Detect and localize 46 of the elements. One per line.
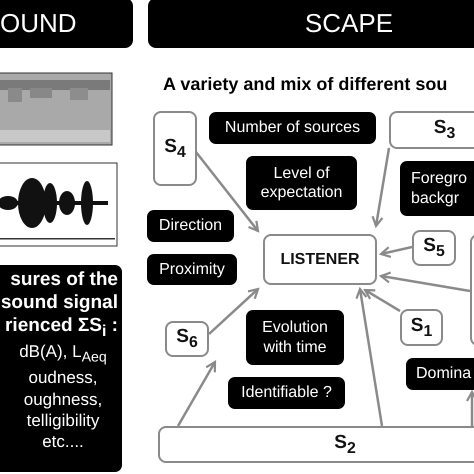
source-label: S$_{3}$ [434, 117, 456, 143]
source-label: S$_{6}$ [176, 326, 198, 352]
arrow [355, 288, 384, 426]
arrow [364, 288, 401, 312]
box-text: dB(A), L$_{Aeq}$ oudness, oughness, telligibility etc.... [18, 341, 108, 452]
box-label: Proximity [159, 260, 225, 280]
arrow [195, 151, 260, 232]
arrow [380, 246, 412, 258]
source-box [263, 234, 377, 285]
source-box [165, 321, 209, 357]
label-box [147, 210, 234, 242]
source-label: S$_{5}$ [423, 235, 445, 261]
source-box [158, 426, 474, 463]
box-heading: sures of the sound signal rienced ΣS$_{i}$ : [0, 269, 118, 342]
label-box [228, 377, 345, 409]
box-label: Domina [416, 364, 472, 384]
source-box [153, 111, 197, 186]
label-box [246, 310, 344, 365]
box-label: Direction [158, 216, 222, 236]
arrow [466, 390, 474, 426]
source-box [400, 309, 443, 346]
header-band [148, 0, 474, 48]
source-label: S$_{4}$ [164, 136, 186, 162]
box-label: Foregro backgr [411, 169, 468, 208]
source-label: LISTENER [280, 250, 360, 268]
arrow [176, 360, 216, 427]
arrow [208, 288, 260, 335]
source-box [389, 111, 474, 149]
subtitle: A variety and mix of different sou [163, 74, 448, 95]
box-label: Identifiable ? [241, 383, 332, 403]
box-label: Level of expectation [260, 164, 344, 202]
source-box [412, 230, 456, 266]
header-band [0, 0, 133, 48]
label-box [246, 156, 357, 210]
box-label: Number of sources [224, 118, 360, 138]
label-box [400, 161, 474, 216]
box-label: Evolution with time [261, 318, 329, 357]
label-box [209, 112, 376, 144]
label-box [0, 265, 122, 472]
source-label: S$_{2}$ [334, 432, 356, 458]
header-title: SCAPE [304, 8, 394, 38]
source-label: S$_{1}$ [410, 314, 432, 340]
arrow [371, 148, 390, 228]
header-title: OUND [0, 8, 77, 38]
label-box [147, 254, 237, 285]
arrow [380, 271, 470, 292]
